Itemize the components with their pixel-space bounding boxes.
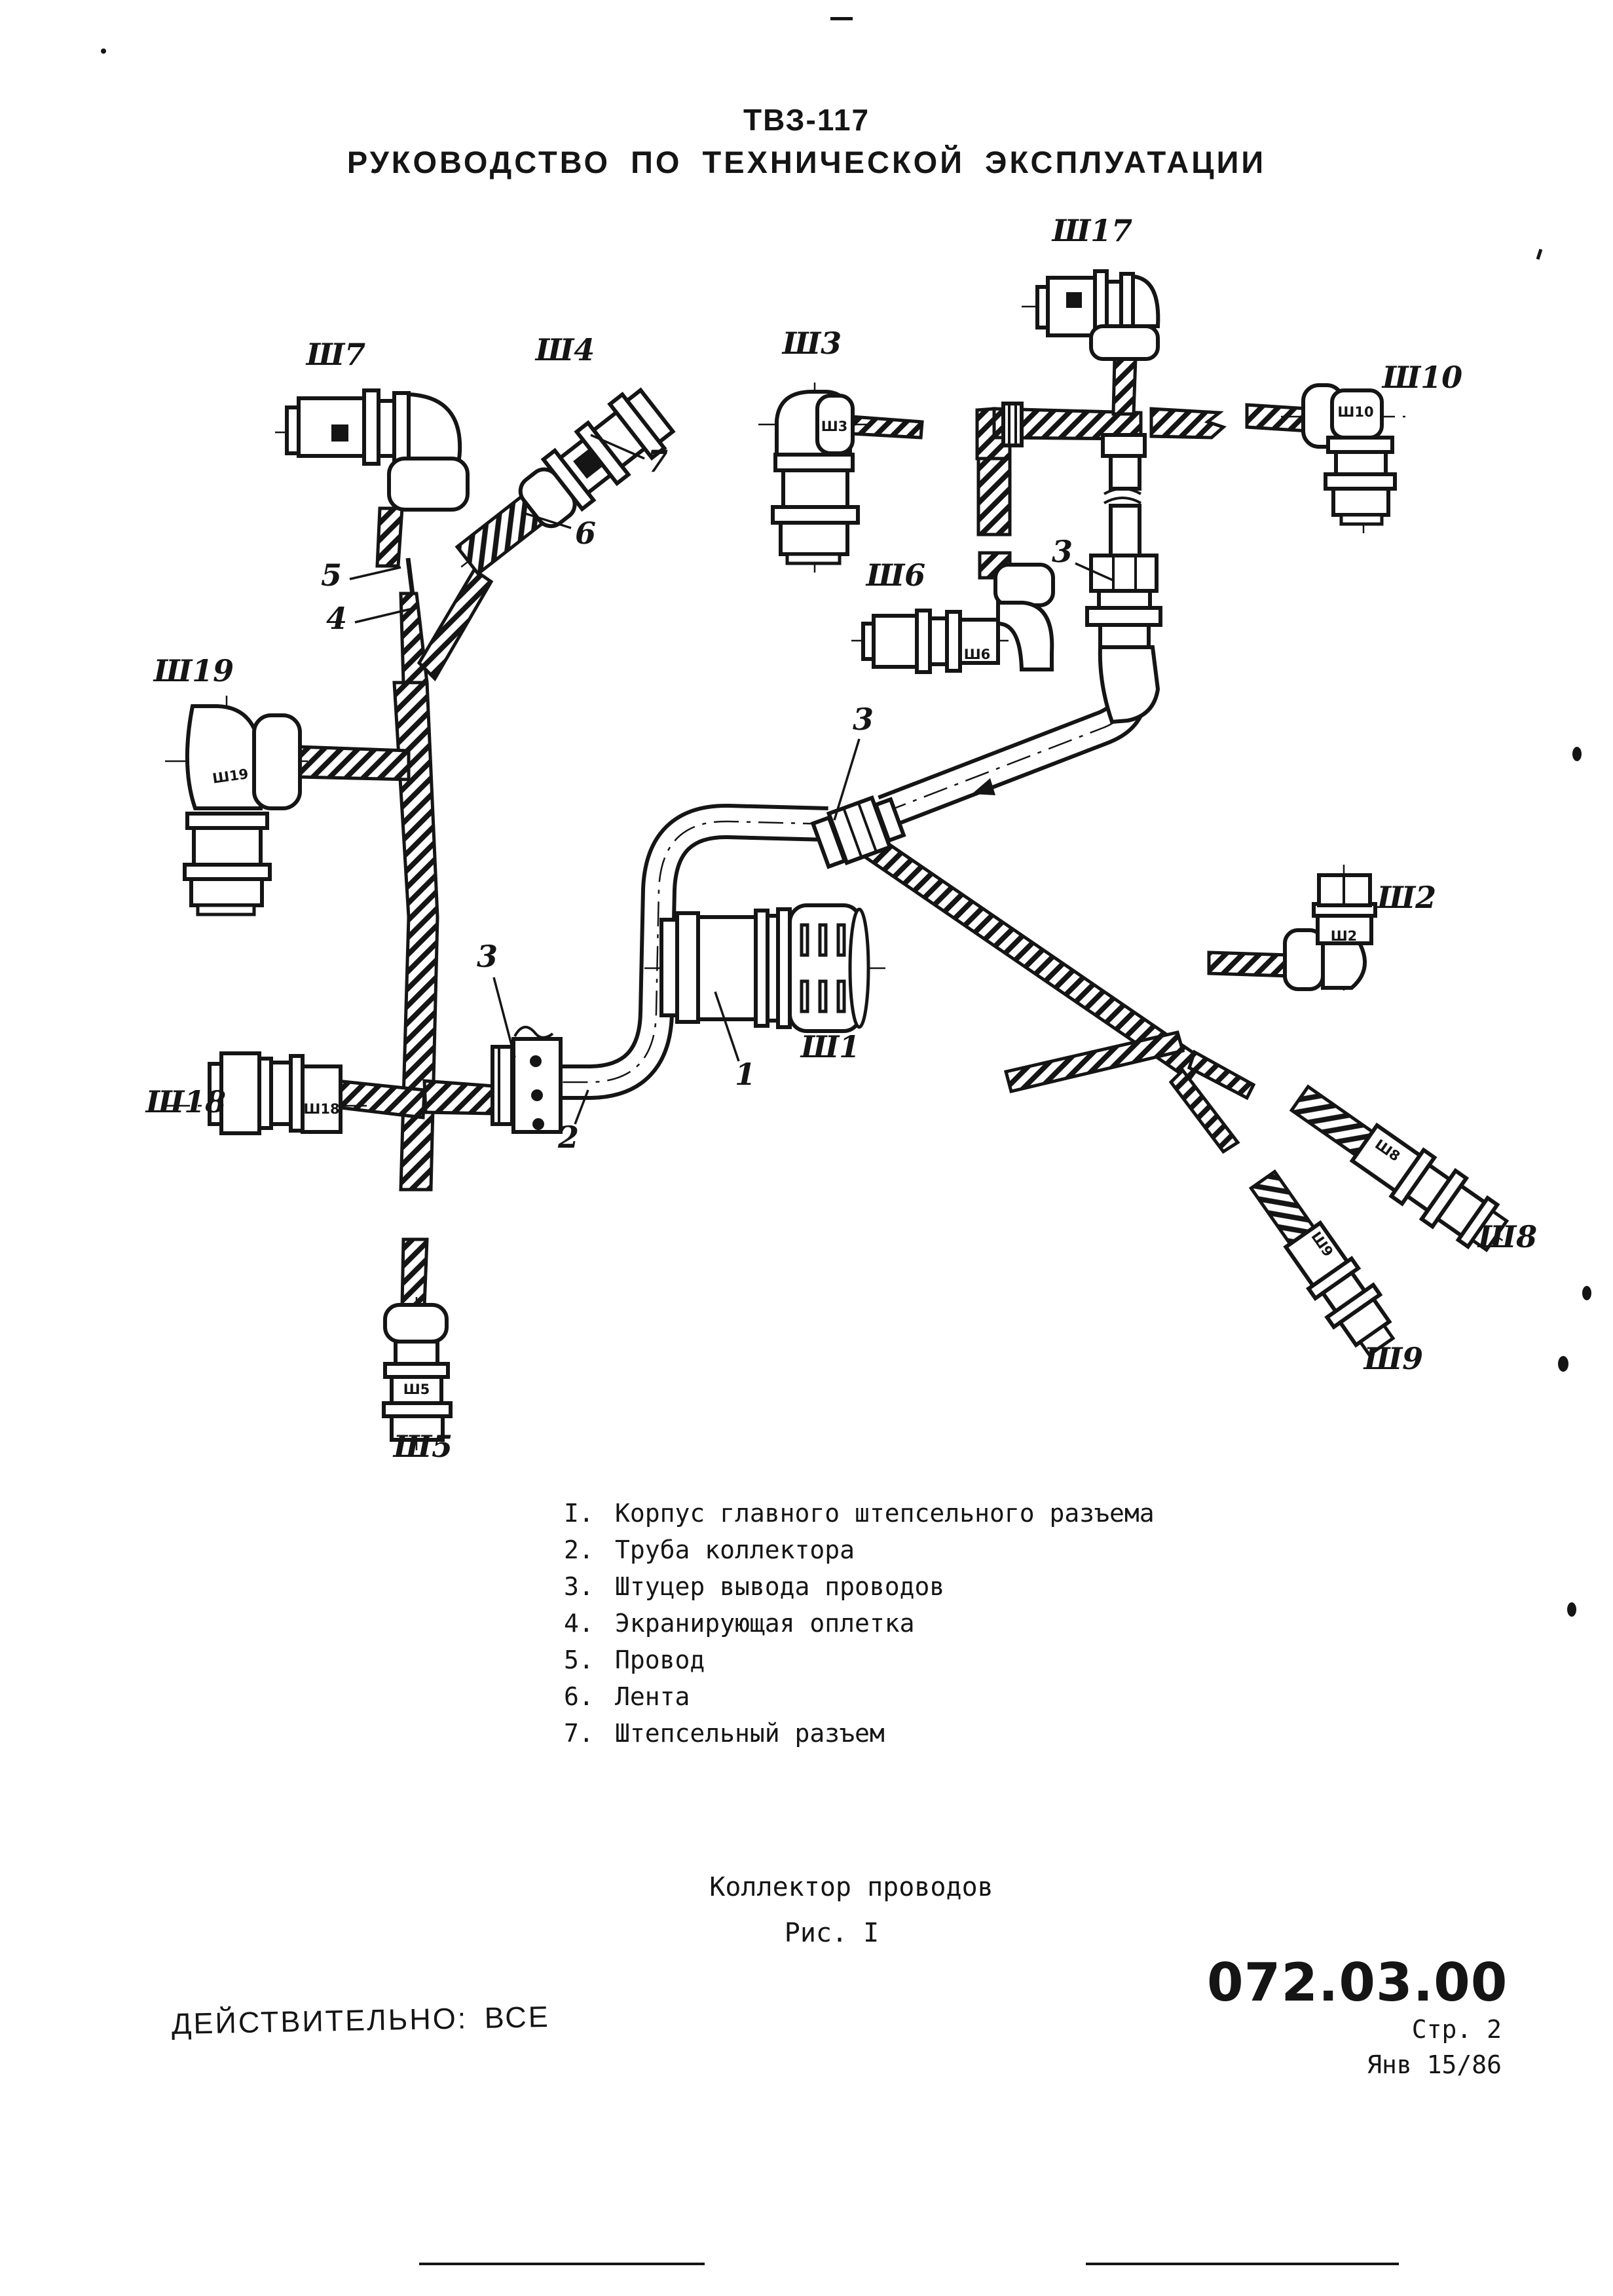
body-marking-Ш10: Ш10 — [1337, 404, 1373, 420]
tube-marker — [972, 778, 995, 795]
connector-sh1 — [644, 903, 885, 1033]
connector-label-Ш8: Ш8 — [1477, 1219, 1537, 1254]
legend-item: 5.Провод — [564, 1646, 705, 1674]
callout-number: 7 — [647, 443, 668, 479]
outlet-fitting-top — [1085, 433, 1162, 725]
callout-leader — [492, 977, 516, 1058]
band-clamp — [1001, 402, 1024, 447]
connector-label-Ш2: Ш2 — [1376, 880, 1436, 915]
connector-label-Ш17: Ш17 — [1051, 213, 1132, 248]
connector-sh4 — [454, 387, 676, 576]
legend-item: 6.Лента — [564, 1682, 690, 1711]
callout-leader — [354, 608, 411, 624]
callout-number: 6 — [575, 516, 596, 551]
page-title: РУКОВОДСТВО ПО ТЕХНИЧЕСКОЙ ЭКСПЛУАТАЦИИ — [346, 145, 1267, 179]
legend-item: 2.Труба коллектора — [564, 1535, 855, 1564]
callout-number: 3 — [853, 702, 874, 737]
figure-legend: I.Корпус главного штепсельного разъема 2… — [564, 1495, 1155, 1752]
connector-label-Ш1: Ш1 — [800, 1029, 860, 1064]
body-marking-Ш18: Ш18 — [303, 1101, 339, 1117]
connector-sh9 — [1248, 1169, 1396, 1357]
callout-leader — [521, 511, 572, 529]
legend-item: 4.Экранирующая оплетка — [564, 1609, 915, 1638]
connector-sh8 — [1289, 1084, 1510, 1252]
validity-note: ДЕЙСТВИТЕЛЬНО: ВСЕ — [171, 1999, 551, 2041]
legend-item: I.Корпус главного штепсельного разъема — [564, 1499, 1155, 1528]
connector-sh18 — [165, 1051, 367, 1135]
connector-label-Ш19: Ш19 — [153, 653, 234, 688]
callout-number: 4 — [326, 601, 347, 636]
connector-sh6 — [851, 563, 1055, 674]
page-number: Стр. 2 — [1411, 2015, 1502, 2044]
figure-caption: Коллектор проводов — [709, 1872, 993, 1902]
connector-label-Ш10: Ш10 — [1381, 360, 1462, 395]
connector-sh3 — [758, 383, 871, 573]
callout-number: 2 — [557, 1120, 579, 1155]
body-marking-Ш5: Ш5 — [403, 1382, 430, 1397]
clamp-fitting — [491, 1026, 563, 1134]
callout-leader — [833, 738, 861, 821]
connector-sh19 — [165, 696, 308, 918]
connector-label-Ш5: Ш5 — [392, 1429, 453, 1464]
callout-leader — [714, 991, 740, 1062]
outlet-fitting-mid — [810, 795, 906, 869]
callout-number: 3 — [1052, 534, 1073, 569]
scan-specks — [101, 17, 1591, 2265]
connector-label-Ш18: Ш18 — [145, 1084, 226, 1120]
callout-number: 5 — [321, 557, 342, 593]
connector-sh5 — [382, 1297, 453, 1450]
connector-sh17 — [1022, 269, 1160, 361]
engine-model: ТВЗ-117 — [743, 103, 870, 137]
document-number: 072.03.00 — [1207, 1952, 1508, 2013]
connector-label-Ш9: Ш9 — [1363, 1341, 1423, 1376]
body-marking-Ш3: Ш3 — [821, 419, 848, 434]
revision-date: Янв 15/86 — [1367, 2050, 1502, 2079]
connector-label-Ш7: Ш7 — [305, 337, 365, 372]
body-marking-Ш6: Ш6 — [964, 647, 991, 662]
callout-leader — [574, 1089, 589, 1125]
callout-leader — [1075, 562, 1114, 582]
connector-label-Ш6: Ш6 — [865, 557, 925, 593]
legend-item: 7.Штепсельный разъем — [564, 1719, 885, 1748]
body-marking-Ш2: Ш2 — [1331, 928, 1358, 944]
callout-number: 1 — [735, 1057, 756, 1092]
callout-leader — [349, 566, 401, 580]
connector-sh2 — [1283, 865, 1377, 998]
callout-leader — [590, 434, 645, 460]
connector-label-Ш4: Ш4 — [534, 332, 595, 367]
connector-label-Ш3: Ш3 — [781, 326, 842, 361]
legend-item: 3.Штуцер вывода проводов — [564, 1572, 945, 1601]
connector-sh10 — [1281, 383, 1405, 533]
figure-number: Рис. I — [784, 1918, 880, 1948]
connector-sh7 — [275, 388, 470, 512]
callout-number: 3 — [477, 939, 498, 974]
